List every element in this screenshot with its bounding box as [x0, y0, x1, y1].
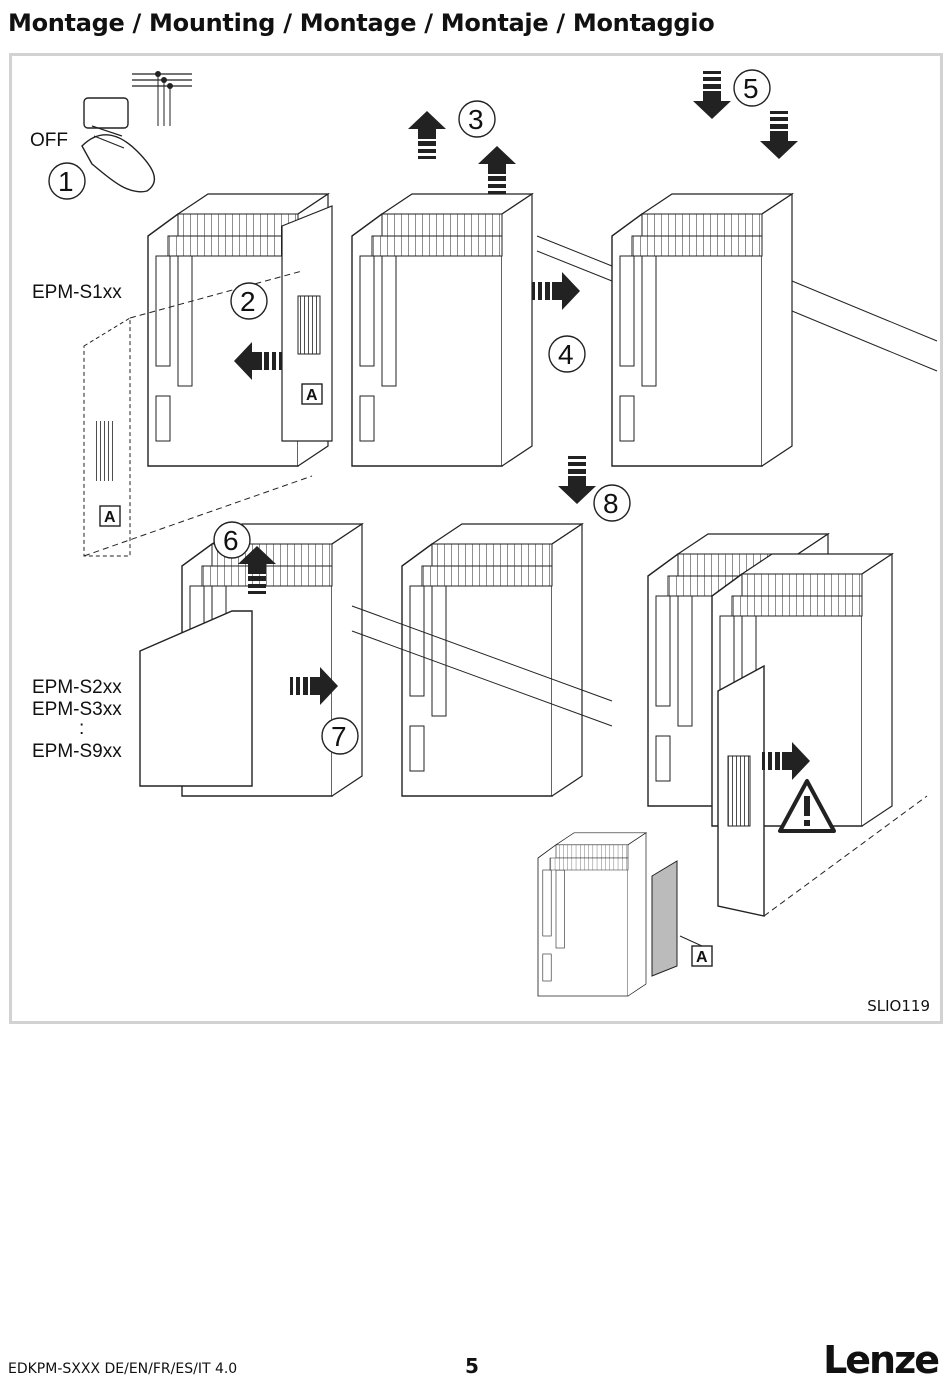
module-label-s1: EPM-S1xx: [32, 282, 122, 303]
document-code: EDKPM-SXXX DE/EN/FR/ES/IT 4.0: [8, 1361, 238, 1377]
arrow-icon: [478, 146, 516, 194]
page-title: Montage / Mounting / Montage / Montaje /…: [8, 9, 715, 37]
arrow-icon: [532, 272, 580, 310]
callout-a-3: A: [696, 949, 708, 966]
step-8-badge: 8: [603, 488, 619, 519]
brand-logo: Lenze: [823, 1338, 940, 1382]
off-label: OFF: [30, 130, 68, 151]
step-6-badge: 6: [223, 525, 239, 556]
arrow-icon: [408, 111, 446, 159]
step-4-badge: 4: [558, 339, 574, 370]
callout-a-2: A: [104, 509, 116, 526]
mounting-figure: OFF 1 2 EPM-S1xx A A 3 4: [9, 53, 943, 1024]
warning-triangle-icon: [778, 779, 836, 833]
step-5-badge: 5: [743, 73, 759, 104]
page-number: 5: [465, 1354, 479, 1378]
callout-a-1: A: [306, 387, 318, 404]
module-label-s9: EPM-S9xx: [32, 741, 122, 762]
module-label-s2: EPM-S2xx: [32, 677, 122, 698]
module-label-s3: EPM-S3xx: [32, 699, 122, 720]
module-drawing-3: [611, 193, 793, 467]
module-drawing-5: [401, 523, 583, 797]
step-7-badge: 7: [331, 721, 347, 752]
module-label-ellipsis: :: [79, 718, 84, 739]
step-3-badge: 3: [468, 104, 484, 135]
arrow-icon: [760, 111, 798, 159]
mounting-illustration: OFF 1 2 EPM-S1xx A A 3 4: [30, 69, 938, 997]
module-drawing-8: [537, 832, 647, 997]
power-switch-hand-icon: [81, 71, 192, 193]
step-2-badge: 2: [240, 286, 256, 317]
module-drawing-2: [351, 193, 533, 467]
arrow-icon: [558, 456, 596, 504]
figure-id: SLIO119: [867, 997, 930, 1015]
step-1-badge: 1: [58, 166, 74, 197]
arrow-icon: [693, 71, 731, 119]
